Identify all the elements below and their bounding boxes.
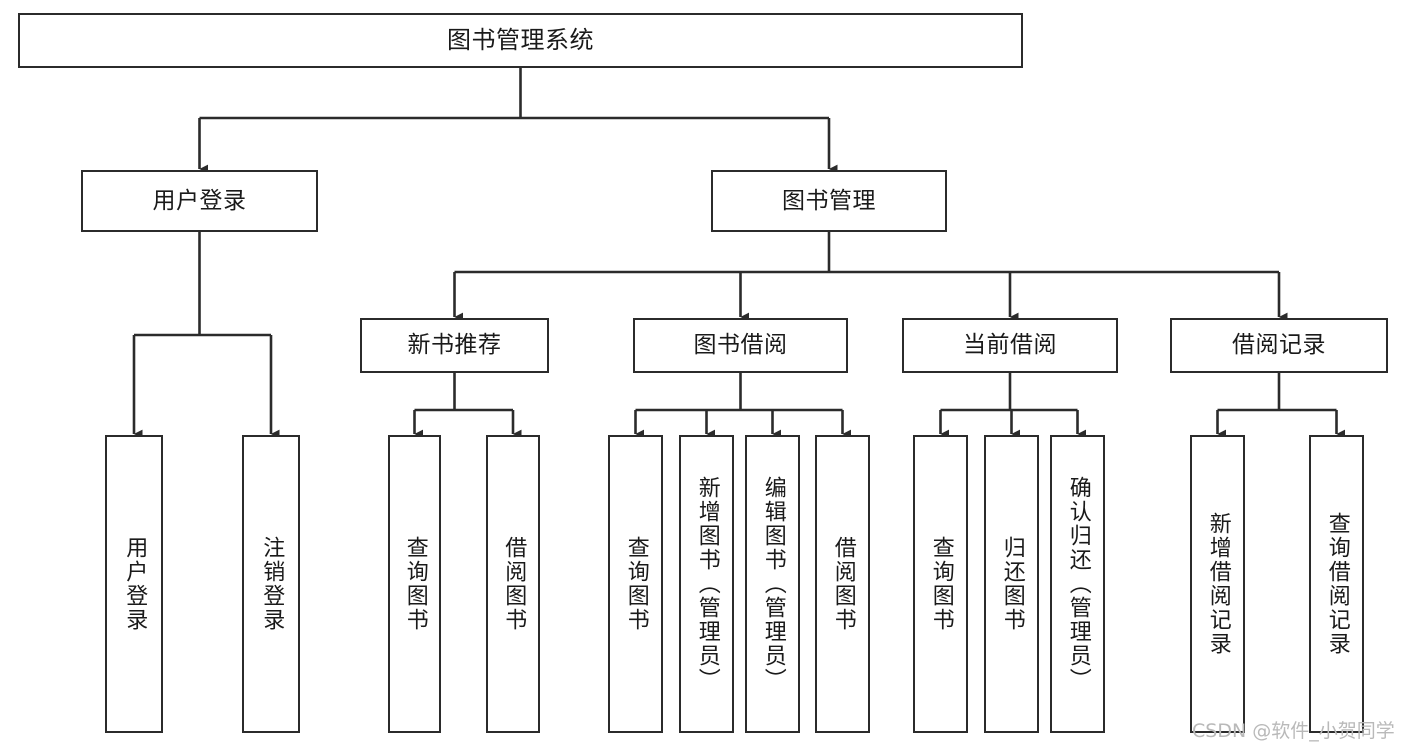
- node-label: 新增图书（管理员）: [694, 476, 720, 692]
- node-leaf-query-book-3[interactable]: 查询图书: [913, 435, 968, 733]
- node-current-borrow[interactable]: 当前借阅: [902, 318, 1118, 373]
- node-label: 查询图书: [402, 536, 428, 632]
- node-label: 图书管理: [782, 187, 876, 214]
- node-leaf-borrow-book-1[interactable]: 借阅图书: [486, 435, 540, 733]
- node-label: 新书推荐: [407, 332, 502, 359]
- node-label: 确认归还（管理员）: [1065, 476, 1091, 692]
- node-book-borrow[interactable]: 图书借阅: [633, 318, 848, 373]
- node-book-manage[interactable]: 图书管理: [711, 170, 947, 232]
- node-root[interactable]: 图书管理系统: [18, 13, 1023, 68]
- node-label: 当前借阅: [963, 332, 1057, 359]
- node-label: 归还图书: [999, 536, 1025, 632]
- node-label: 用户登录: [122, 536, 148, 632]
- node-leaf-query-book-1[interactable]: 查询图书: [388, 435, 441, 733]
- node-leaf-query-record[interactable]: 查询借阅记录: [1309, 435, 1364, 733]
- node-leaf-confirm-return[interactable]: 确认归还（管理员）: [1050, 435, 1105, 733]
- node-leaf-borrow-book-2[interactable]: 借阅图书: [815, 435, 870, 733]
- node-leaf-user-login[interactable]: 用户登录: [105, 435, 163, 733]
- node-leaf-logout[interactable]: 注销登录: [242, 435, 300, 733]
- node-leaf-query-book-2[interactable]: 查询图书: [608, 435, 663, 733]
- node-label: 借阅图书: [501, 536, 527, 632]
- node-leaf-return-book[interactable]: 归还图书: [984, 435, 1039, 733]
- node-label: 用户登录: [152, 187, 247, 214]
- node-borrow-record[interactable]: 借阅记录: [1170, 318, 1388, 373]
- node-label: 借阅记录: [1232, 332, 1326, 359]
- node-label: 查询图书: [623, 536, 649, 632]
- node-label: 新增借阅记录: [1205, 512, 1231, 656]
- node-label: 图书管理系统: [447, 25, 594, 54]
- node-label: 查询借阅记录: [1324, 512, 1350, 656]
- node-leaf-add-book[interactable]: 新增图书（管理员）: [679, 435, 734, 733]
- node-leaf-add-record[interactable]: 新增借阅记录: [1190, 435, 1245, 733]
- tree-connectors: [132, 68, 1346, 439]
- node-label: 借阅图书: [830, 536, 856, 632]
- node-label: 注销登录: [259, 536, 285, 632]
- node-label: 查询图书: [928, 536, 954, 632]
- node-user-login[interactable]: 用户登录: [81, 170, 318, 232]
- node-leaf-edit-book[interactable]: 编辑图书（管理员）: [745, 435, 800, 733]
- node-label: 编辑图书（管理员）: [760, 476, 786, 692]
- node-new-book-rec[interactable]: 新书推荐: [360, 318, 549, 373]
- node-label: 图书借阅: [693, 332, 788, 359]
